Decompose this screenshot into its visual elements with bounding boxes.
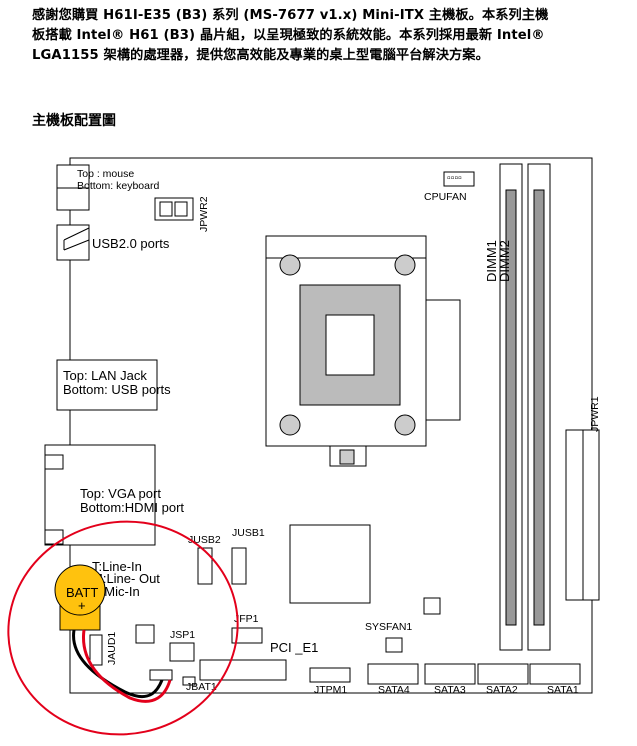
jpwr1-label: JPWR1 <box>589 396 601 432</box>
lan-bottom-label: Bottom: USB ports <box>63 382 171 397</box>
jaud1-header <box>89 634 103 666</box>
pci-e1-slot <box>199 659 287 681</box>
sata2-label: SATA2 <box>486 684 518 696</box>
chipset <box>289 524 371 604</box>
jusb1-label: JUSB1 <box>232 527 265 539</box>
jbat1-cable-connector <box>149 669 173 681</box>
batt-plus-label: + <box>78 598 86 613</box>
sata1-label: SATA1 <box>547 684 579 696</box>
jtpm1-label: JTPM1 <box>314 684 347 696</box>
sysfan1-label: SYSFAN1 <box>365 621 412 633</box>
usb-connector <box>56 224 90 261</box>
cpu-socket <box>265 235 461 467</box>
vga-bottom-label: Bottom:HDMI port <box>80 500 184 515</box>
jbat1-header <box>182 676 196 686</box>
component-square <box>423 597 441 615</box>
audio-top-label: T:Line-In <box>92 559 142 574</box>
battery-cable-black <box>72 629 164 699</box>
sata4-connector <box>367 663 419 685</box>
svg-text:▫▫▫▫: ▫▫▫▫ <box>447 172 462 184</box>
jusb2-header <box>197 547 213 585</box>
small-chip <box>135 624 155 644</box>
jusb1-header <box>231 547 247 585</box>
batt-label: BATT <box>66 585 98 600</box>
cpufan-connector <box>443 171 475 187</box>
pci-label: PCI _E1 <box>270 640 318 655</box>
battery <box>54 564 106 631</box>
section-title: 主機板配置圖 <box>32 113 116 129</box>
lan-connector <box>56 359 158 411</box>
usb-label: USB2.0 ports <box>92 236 170 251</box>
jfp1-label: JFP1 <box>234 613 259 625</box>
jbat1-label: JBAT1 <box>186 681 217 693</box>
sata2-connector <box>477 663 529 685</box>
sata3-label: SATA3 <box>434 684 466 696</box>
jusb2-label: JUSB2 <box>188 534 221 546</box>
jpwr2-connector <box>154 197 194 221</box>
vga-top-label: Top: VGA port <box>80 486 161 501</box>
sysfan1-connector <box>385 637 403 653</box>
board-outline <box>69 157 593 694</box>
audio-middle-label: M:Line- Out <box>92 571 160 586</box>
sata3-connector <box>424 663 476 685</box>
intro-line-3: LGA1155 架構的處理器，提供您高效能及專業的桌上型電腦平台解決方案。 <box>32 48 489 63</box>
battery-highlight-circle <box>7 520 239 736</box>
ps2-top-label: Top : mouse <box>77 168 134 180</box>
ps2-bottom-label: Bottom: keyboard <box>77 180 159 192</box>
battery-cable-red <box>82 629 172 703</box>
dimm2-label: DIMM2 <box>497 240 512 282</box>
cpufan-label: CPUFAN <box>424 191 467 203</box>
jsp1-header <box>169 642 195 662</box>
jtpm1-header <box>309 667 351 683</box>
dimm-slots <box>499 163 551 651</box>
vga-hdmi-connector <box>44 444 156 546</box>
ps2-connector <box>56 164 90 211</box>
jsp1-label: JSP1 <box>170 629 195 641</box>
jpwr1-connector <box>565 429 600 601</box>
jfp1-header <box>231 627 263 644</box>
lan-top-label: Top: LAN Jack <box>63 368 147 383</box>
intro-line-2: 板搭載 Intel® H61 (B3) 晶片組，以呈現極致的系統效能。本系列採用… <box>32 28 545 43</box>
sata1-connector <box>529 663 581 685</box>
dimm1-label: DIMM1 <box>484 240 499 282</box>
intro-paragraph: 感謝您購買 H61I-E35 (B3) 系列 (MS-7677 v1.x) Mi… <box>32 6 612 66</box>
sata4-label: SATA4 <box>378 684 410 696</box>
intro-line-1: 感謝您購買 H61I-E35 (B3) 系列 (MS-7677 v1.x) Mi… <box>32 8 549 23</box>
jpwr2-label: JPWR2 <box>198 196 210 232</box>
jaud1-label: JAUD1 <box>106 632 118 665</box>
